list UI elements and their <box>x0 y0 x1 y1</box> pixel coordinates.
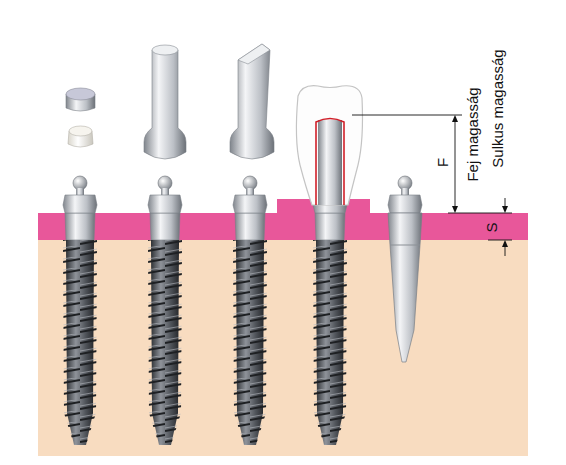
leader-line <box>352 115 462 116</box>
cap-base-top <box>69 126 92 136</box>
leader-line <box>488 240 512 241</box>
arrow-head <box>502 206 508 213</box>
implant-screw <box>313 213 347 445</box>
cement-line <box>316 119 344 206</box>
straight-abutment <box>144 50 186 159</box>
dimension-line <box>455 118 456 210</box>
arrow-head <box>502 240 508 247</box>
implant-head <box>63 176 97 213</box>
tapered-implant <box>388 213 422 362</box>
dimension-label: Fej magasság <box>465 87 480 181</box>
crown-abutment <box>318 120 342 205</box>
implant-head <box>388 176 422 213</box>
dimension-label: S <box>484 222 499 232</box>
arrow-head <box>452 115 458 122</box>
dimension-label: Sulkus magasság <box>490 49 505 167</box>
bone <box>38 240 528 456</box>
dimension-lines <box>352 115 512 256</box>
implant-screw <box>148 213 182 445</box>
gingiva <box>38 213 528 240</box>
implant-screw <box>233 213 267 445</box>
implant-head <box>233 176 267 213</box>
angled-abutment-top <box>238 44 270 64</box>
leader-line <box>448 213 512 214</box>
healing-cap-top <box>66 88 95 100</box>
crown <box>296 86 362 205</box>
dimension-label: F <box>435 157 450 166</box>
implant-screw <box>63 213 97 445</box>
implant-head <box>148 176 182 213</box>
implant-edge <box>390 245 420 246</box>
arrow-head <box>452 206 458 213</box>
angled-abutment <box>230 44 274 159</box>
abutment-top <box>152 45 178 55</box>
